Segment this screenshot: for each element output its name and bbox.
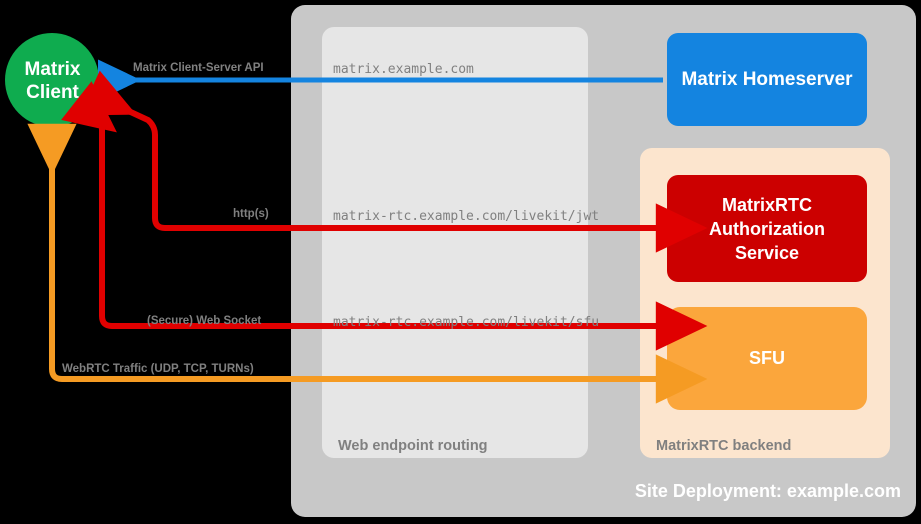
matrix-homeserver-node[interactable] xyxy=(667,33,867,126)
web-endpoint-routing-container xyxy=(322,27,588,458)
sfu-node[interactable] xyxy=(667,307,867,410)
matrix-client-node[interactable] xyxy=(5,33,99,127)
edge-webrtc-media xyxy=(27,123,708,404)
matrixrtc-authorization-service-node[interactable] xyxy=(667,175,867,282)
